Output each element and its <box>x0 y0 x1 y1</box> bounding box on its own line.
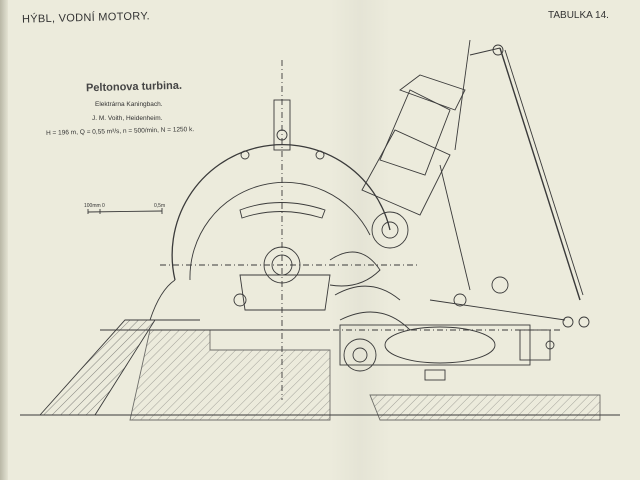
page-edge <box>0 0 8 480</box>
servomotor <box>320 324 560 381</box>
scale-label-left: 100mm 0 <box>84 203 105 209</box>
governor-linkage <box>429 39 590 328</box>
turbine-casing <box>149 60 420 400</box>
scale-bar <box>87 208 163 214</box>
nozzle-pipe <box>329 74 466 331</box>
scale-label-right: 0,5m <box>154 203 166 209</box>
plate-number: TABULKA 14. <box>548 10 609 21</box>
plate-subtitle-maker: J. M. Voith, Heidenheim. <box>92 115 163 122</box>
plate-subtitle-plant: Elektrárna Kaningbach. <box>95 101 163 108</box>
foundation <box>20 319 620 421</box>
